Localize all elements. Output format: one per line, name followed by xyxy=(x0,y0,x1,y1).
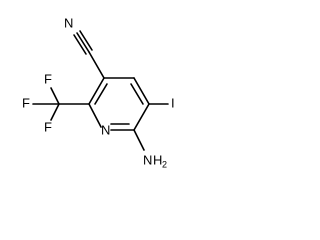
bond-triple-1 xyxy=(76,32,90,53)
iodine-label: I xyxy=(171,95,175,110)
molecule-drawing: N I F F F N N H 2 xyxy=(22,15,175,169)
bond-c2-c3 xyxy=(88,77,105,105)
structure-diagram: N I F F F N N H 2 xyxy=(22,15,175,169)
iodo-substituent: I xyxy=(148,95,175,110)
amino-h-label: H xyxy=(153,152,162,167)
bond-c4-c5 xyxy=(133,77,150,105)
bond-n1-c2 xyxy=(88,103,102,128)
amino-h-subscript: 2 xyxy=(162,159,167,169)
bond-triple-2 xyxy=(79,30,93,51)
amino-n-label: N xyxy=(143,152,152,167)
nitrile-group: N xyxy=(64,15,105,79)
fluorine-1-label: F xyxy=(22,95,30,110)
bond-c5-c6 xyxy=(133,103,150,131)
ring-n-label: N xyxy=(101,122,110,137)
bond-c2-c3-double xyxy=(94,83,108,105)
trifluoromethyl-group: F F F xyxy=(22,71,90,134)
pyridine-ring xyxy=(88,77,150,131)
fluorine-3-label: F xyxy=(44,119,52,134)
bond-cf3-f2 xyxy=(50,87,60,105)
nitrile-n-label: N xyxy=(64,15,73,30)
bond-c6-nh2 xyxy=(133,129,145,151)
bond-c3-cn xyxy=(88,51,105,79)
bond-triple-3 xyxy=(73,34,87,55)
fluorine-2-label: F xyxy=(44,71,52,86)
bond-cf3-f3 xyxy=(50,103,60,121)
bond-c4-c5-double xyxy=(130,83,144,105)
amino-group: N H 2 xyxy=(133,129,167,169)
